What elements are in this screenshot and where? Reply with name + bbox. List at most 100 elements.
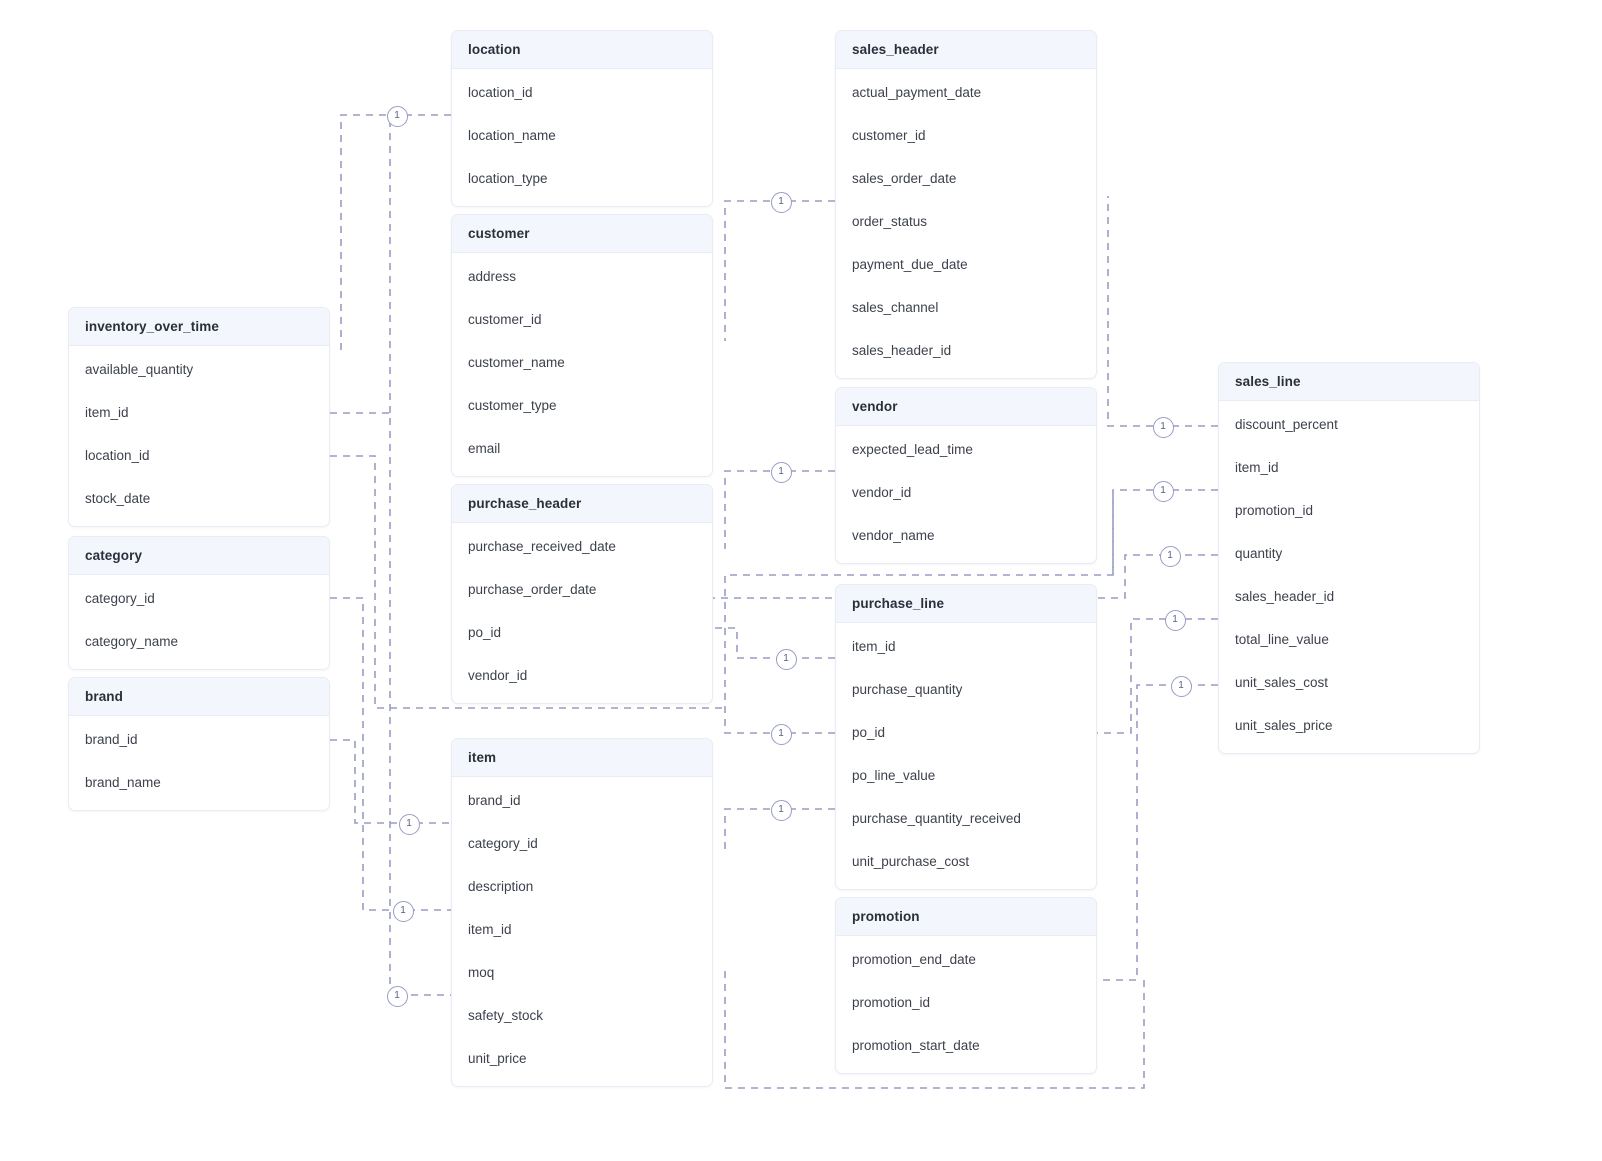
entity-field-name: stock_date xyxy=(85,491,151,506)
entity-field-row[interactable]: total_line_value xyxy=(1219,618,1479,661)
entity-field-row[interactable]: payment_due_date xyxy=(836,243,1096,286)
entity-field-row[interactable]: safety_stock xyxy=(452,994,712,1037)
entity-header-sales_header[interactable]: sales_header xyxy=(836,31,1096,69)
entity-field-name: order_status xyxy=(852,214,928,229)
entity-field-name: po_id xyxy=(852,725,886,740)
entity-header-brand[interactable]: brand xyxy=(69,678,329,716)
entity-field-name: vendor_id xyxy=(852,485,912,500)
entity-field-row[interactable]: purchase_quantity xyxy=(836,668,1096,711)
entity-field-row[interactable]: email xyxy=(452,427,712,470)
entity-header-inventory_over_time[interactable]: inventory_over_time xyxy=(69,308,329,346)
entity-field-row[interactable]: customer_id xyxy=(836,114,1096,157)
entity-field-row[interactable]: category_id xyxy=(452,822,712,865)
entity-field-row[interactable]: promotion_start_date xyxy=(836,1024,1096,1067)
entity-field-row[interactable]: item_id xyxy=(69,391,329,434)
entity-field-row[interactable]: vendor_name xyxy=(836,514,1096,557)
entity-field-row[interactable]: sales_header_id xyxy=(836,329,1096,372)
entity-field-row[interactable]: discount_percent xyxy=(1219,403,1479,446)
entity-field-name: promotion_id xyxy=(852,995,931,1010)
entity-field-row[interactable]: description xyxy=(452,865,712,908)
entity-field-row[interactable]: customer_type xyxy=(452,384,712,427)
entity-field-row[interactable]: unit_sales_price xyxy=(1219,704,1479,747)
entity-header-vendor[interactable]: vendor xyxy=(836,388,1096,426)
entity-field-row[interactable]: category_name xyxy=(69,620,329,663)
entity-field-row[interactable]: vendor_id xyxy=(452,654,712,697)
entity-field-name: vendor_id xyxy=(468,668,528,683)
entity-field-name: location_id xyxy=(85,448,150,463)
entity-field-row[interactable]: po_id xyxy=(452,611,712,654)
entity-title: brand xyxy=(85,689,124,704)
entity-field-row[interactable]: unit_price xyxy=(452,1037,712,1080)
entity-field-row[interactable]: sales_header_id xyxy=(1219,575,1479,618)
entity-field-name: purchase_received_date xyxy=(468,539,616,554)
entity-header-purchase_line[interactable]: purchase_line xyxy=(836,585,1096,623)
entity-header-promotion[interactable]: promotion xyxy=(836,898,1096,936)
entity-field-name: purchase_quantity xyxy=(852,682,963,697)
entity-field-row[interactable]: order_status xyxy=(836,200,1096,243)
entity-field-row[interactable]: purchase_received_date xyxy=(452,525,712,568)
entity-field-row[interactable]: sales_order_date xyxy=(836,157,1096,200)
cardinality-badge: 1 xyxy=(770,723,792,745)
entity-field-row[interactable]: brand_id xyxy=(69,718,329,761)
entity-field-row[interactable]: customer_name xyxy=(452,341,712,384)
entity-field-row[interactable]: available_quantity xyxy=(69,348,329,391)
edge-location-inventory xyxy=(340,114,451,351)
entity-field-row[interactable]: location_id xyxy=(452,71,712,114)
entity-field-row[interactable]: promotion_id xyxy=(1219,489,1479,532)
entity-field-row[interactable]: actual_payment_date xyxy=(836,71,1096,114)
cardinality-badge: 1 xyxy=(770,461,792,483)
entity-title: inventory_over_time xyxy=(85,319,219,334)
entity-field-row[interactable]: promotion_end_date xyxy=(836,938,1096,981)
entity-field-row[interactable]: item_id xyxy=(452,908,712,951)
entity-field-row[interactable]: item_id xyxy=(1219,446,1479,489)
entity-field-row[interactable]: expected_lead_time xyxy=(836,428,1096,471)
entity-field-row[interactable]: po_id xyxy=(836,711,1096,754)
entity-field-row[interactable]: location_id xyxy=(69,434,329,477)
entity-field-row[interactable]: unit_purchase_cost xyxy=(836,840,1096,883)
cardinality-badge: 1 xyxy=(1159,545,1181,567)
entity-field-row[interactable]: brand_name xyxy=(69,761,329,804)
edge-brand-item xyxy=(330,739,451,824)
entity-field-row[interactable]: brand_id xyxy=(452,779,712,822)
entity-field-row[interactable]: address xyxy=(452,255,712,298)
entity-field-row[interactable]: stock_date xyxy=(69,477,329,520)
edge-salesline-totalvalue xyxy=(1097,618,1218,734)
entity-header-category[interactable]: category xyxy=(69,537,329,575)
entity-header-customer[interactable]: customer xyxy=(452,215,712,253)
entity-header-purchase_header[interactable]: purchase_header xyxy=(452,485,712,523)
entity-field-row[interactable]: promotion_id xyxy=(836,981,1096,1024)
entity-header-item[interactable]: item xyxy=(452,739,712,777)
entity-field-row[interactable]: moq xyxy=(452,951,712,994)
entity-field-name: unit_purchase_cost xyxy=(852,854,970,869)
entity-field-row[interactable]: purchase_quantity_received xyxy=(836,797,1096,840)
entity-title: customer xyxy=(468,226,530,241)
entity-field-name: sales_header_id xyxy=(1235,589,1335,604)
entity-field-row[interactable]: item_id xyxy=(836,625,1096,668)
entity-field-row[interactable]: purchase_order_date xyxy=(452,568,712,611)
entity-field-row[interactable]: customer_id xyxy=(452,298,712,341)
entity-field-row[interactable]: location_type xyxy=(452,157,712,200)
entity-field-row[interactable]: unit_sales_cost xyxy=(1219,661,1479,704)
entity-header-sales_line[interactable]: sales_line xyxy=(1219,363,1479,401)
entity-field-row[interactable]: quantity xyxy=(1219,532,1479,575)
entity-field-name: category_name xyxy=(85,634,179,649)
entity-field-row[interactable]: sales_channel xyxy=(836,286,1096,329)
entity-field-row[interactable]: location_name xyxy=(452,114,712,157)
entity-field-row[interactable]: vendor_id xyxy=(836,471,1096,514)
entity-field-row[interactable]: po_line_value xyxy=(836,754,1096,797)
entity-header-location[interactable]: location xyxy=(452,31,712,69)
entity-field-row[interactable]: category_id xyxy=(69,577,329,620)
